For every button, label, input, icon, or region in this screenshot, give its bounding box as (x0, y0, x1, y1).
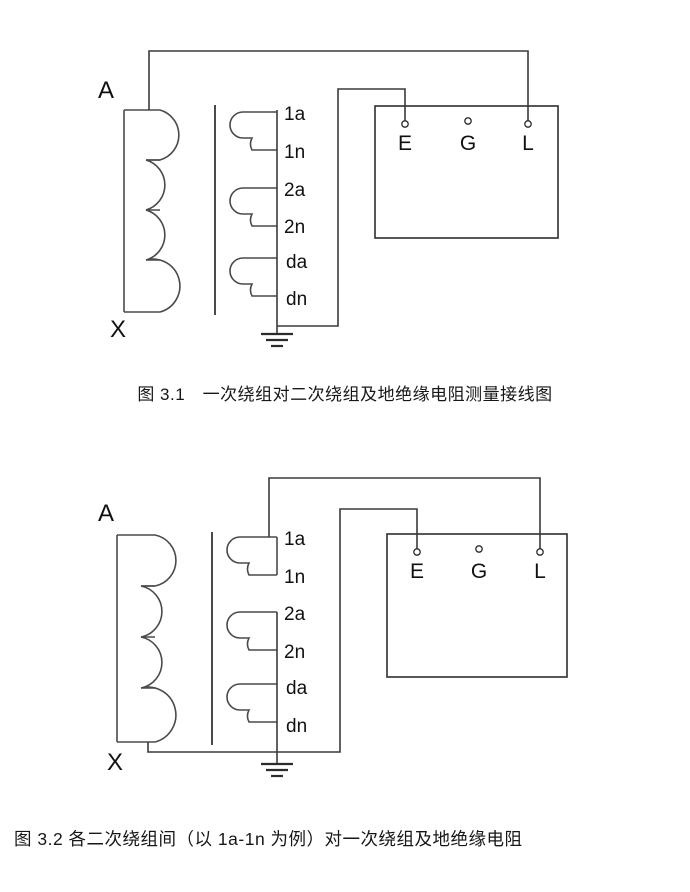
figure-3-1: E G L A X 1a 1n 2a 2n da dn 图 3.1 一次绕组对二… (0, 0, 690, 420)
terminal-label-1a-2: 1a (284, 529, 306, 550)
secondary-coil-2a-2n (229, 187, 277, 227)
terminal-label-da-2: da (286, 678, 308, 699)
terminal-label-1n-1: 1n (284, 142, 305, 163)
primary-top-label-2: A (98, 500, 114, 527)
meter-terminal-E-dot-2[interactable] (413, 548, 421, 556)
meter-terminal-G-label-1: G (460, 132, 476, 155)
terminal-label-2a-1: 2a (284, 180, 306, 201)
secondary-coil-da-dn-2 (226, 683, 277, 723)
secondary-coil-1a-1n (229, 111, 277, 151)
figure-1-caption: 图 3.1 一次绕组对二次绕组及地绝缘电阻测量接线图 (137, 385, 553, 404)
secondary-windings-2a-dn-2 (226, 611, 277, 723)
terminal-label-dn-1: dn (286, 289, 307, 310)
figure-3-2: E G L A X 1a 1n 2a 2n da dn (0, 452, 690, 892)
terminal-label-1a-1: 1a (284, 104, 306, 125)
terminal-label-2n-2: 2n (284, 642, 305, 663)
meter-terminal-G-dot-1[interactable] (464, 117, 472, 125)
primary-winding-1 (123, 109, 181, 313)
primary-winding-2 (116, 534, 177, 743)
primary-top-label-1: A (98, 77, 114, 104)
meter-terminals-2: E G L (410, 545, 546, 583)
secondary-windings-1 (229, 111, 277, 297)
primary-bottom-label-2: X (107, 749, 123, 776)
primary-bottom-label-1: X (110, 316, 126, 343)
secondary-coil-1a-1n-2 (226, 536, 277, 576)
wire-1a-to-L-2 (268, 477, 541, 552)
terminal-label-da-1: da (286, 252, 308, 273)
meter-terminal-E-label-1: E (398, 132, 412, 155)
wire-X-to-E-2 (147, 508, 418, 753)
terminal-label-1n-2: 1n (284, 567, 305, 588)
terminal-label-2n-1: 2n (284, 217, 305, 238)
wiring-diagram-2: E G L A X 1a 1n 2a 2n da dn (98, 477, 568, 778)
secondary-coil-da-dn (229, 257, 277, 297)
primary-coil-links (146, 159, 160, 261)
meter-terminal-L-dot-1[interactable] (524, 120, 532, 128)
meter-terminals-1: E G L (398, 117, 534, 155)
wire-A-to-L-1 (148, 50, 529, 124)
meter-terminal-L-dot-2[interactable] (536, 548, 544, 556)
insulation-tester-box-2 (386, 533, 568, 678)
meter-terminal-L-label-2: L (534, 560, 546, 583)
ground-symbol-2 (261, 762, 293, 778)
meter-terminal-G-label-2: G (471, 560, 487, 583)
terminal-label-dn-2: dn (286, 716, 307, 737)
meter-terminal-E-label-2: E (410, 560, 424, 583)
primary-coil-links-2 (141, 585, 155, 689)
terminal-label-2a-2: 2a (284, 604, 306, 625)
wire-secondary-to-E-1 (277, 88, 406, 327)
primary-coil-bumps-2 (117, 534, 177, 743)
wiring-diagram-1: E G L A X 1a 1n 2a 2n da dn (98, 50, 559, 348)
insulation-tester-box-1 (374, 105, 559, 239)
meter-terminal-L-label-1: L (522, 132, 534, 155)
meter-terminal-E-dot-1[interactable] (401, 120, 409, 128)
primary-coil-bumps (124, 109, 181, 313)
ground-symbol-1 (261, 332, 293, 348)
meter-terminal-G-dot-2[interactable] (475, 545, 483, 553)
figure-2-caption: 图 3.2 各二次绕组间（以 1a-1n 为例）对一次绕组及地绝缘电阻 (14, 829, 523, 849)
secondary-coil-2a-2n-2 (226, 611, 277, 651)
secondary-winding-1a-1n-2 (226, 536, 278, 576)
